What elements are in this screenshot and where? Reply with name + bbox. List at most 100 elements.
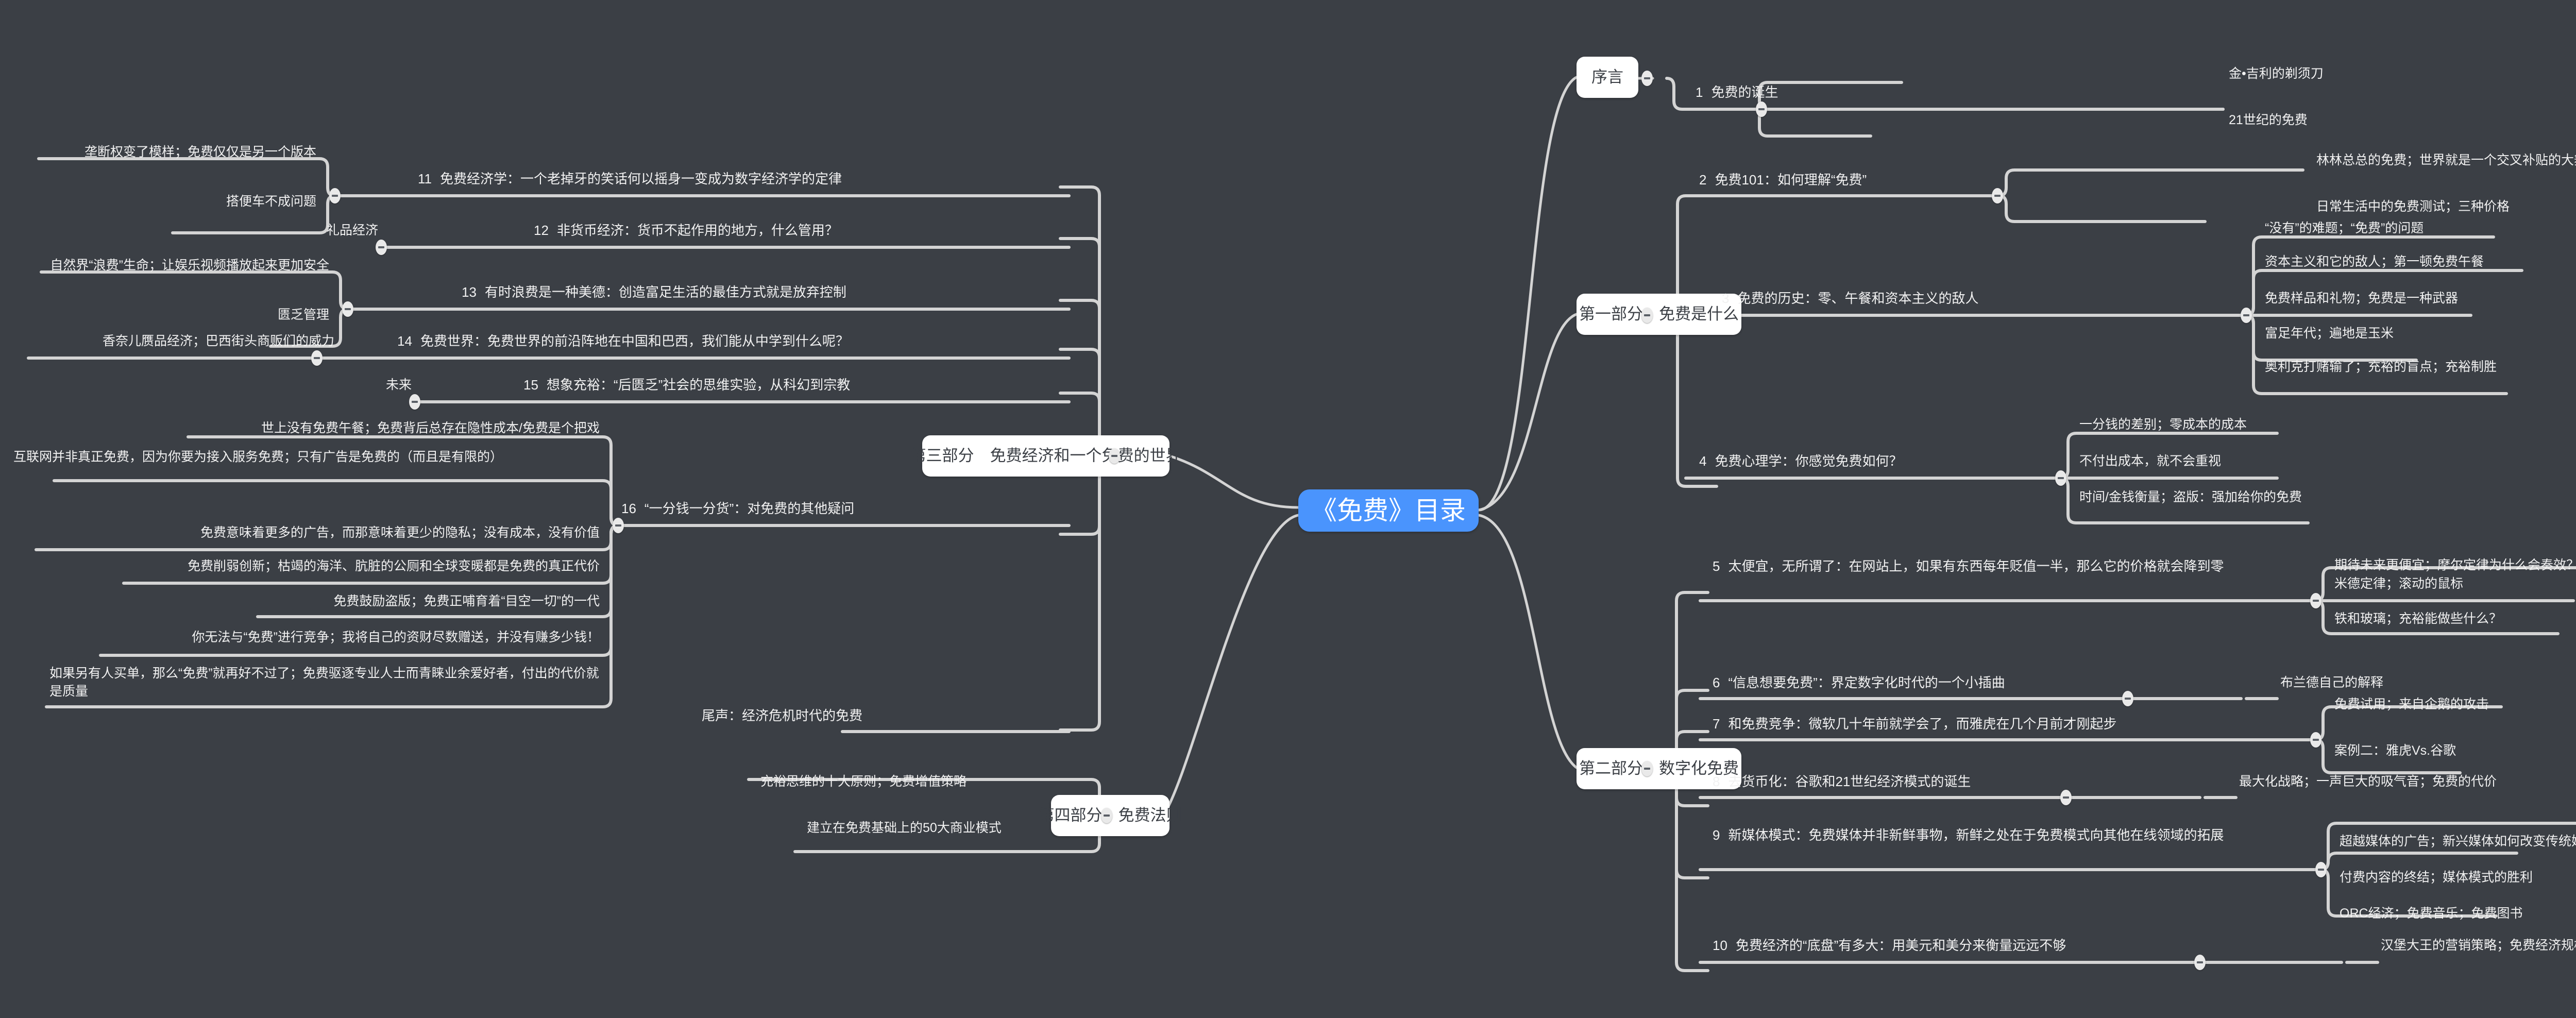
leaf-c9-0[interactable]: 超越媒体的广告；新兴媒体如何改变传统媒体 [2340, 834, 2576, 849]
leaf-c11-1[interactable]: 搭便车不成问题 [226, 194, 316, 209]
chapter-7-title: 和免费竞争：微软几十年前就学会了，而雅虎在几个月前才刚起步 [1728, 716, 2117, 732]
leaf-c2-1[interactable]: 日常生活中的免费测试；三种价格 [2316, 199, 2510, 214]
leaf-c7-0[interactable]: 免费试用；来自企鹅的攻击 [2334, 697, 2489, 711]
leaf-c16-4[interactable]: 免费鼓励盗版；免费正哺育着“目空一切”的一代 [333, 594, 600, 608]
leaf-c13-0[interactable]: 自然界“浪费”生命；让娱乐视频播放起来更加安全 [50, 258, 329, 273]
leaf-c4-1[interactable]: 不付出成本，就不会重视 [2079, 454, 2222, 468]
collapse-toggle-part2[interactable] [1641, 761, 1653, 776]
collapse-toggle-c16[interactable] [613, 518, 624, 533]
chapter-epilogue[interactable]: 尾声：经济危机时代的免费 [699, 706, 915, 728]
collapse-toggle-c6[interactable] [2122, 691, 2133, 706]
collapse-toggle-c7[interactable] [2310, 732, 2321, 748]
leaf-c16-6[interactable]: 如果另有人买单，那么“免费”就再好不过了；免费驱逐专业人士而青睐业余爱好者，付出… [49, 666, 599, 699]
chapter-1-number: 1 [1696, 84, 1703, 100]
collapse-toggle-c3[interactable] [2241, 308, 2252, 323]
leaf-c3-1[interactable]: 资本主义和它的敌人；第一顿免费午餐 [2265, 254, 2484, 269]
leaf-c10-0[interactable]: 汉堡大王的营销策略；免费经济规模堪比一个国家 [2381, 938, 2576, 953]
leaf-c16-1[interactable]: 互联网并非真正免费，因为你要为接入服务免费；只有广告是免费的（而且是有限的） [13, 450, 503, 464]
leaf-c16-2[interactable]: 免费意味着更多的广告，而那意味着更少的隐私；没有成本，没有价值 [200, 525, 600, 540]
leaf-part4-1[interactable]: 建立在免费基础上的50大商业模式 [807, 821, 1002, 835]
leaf-c15-0[interactable]: 未来 [385, 378, 412, 392]
chapter-4-title: 免费心理学：你感觉免费如何？ [1715, 453, 1903, 469]
chapter-1-title: 免费的诞生 [1711, 84, 1778, 100]
chapter-15-number: 15 [523, 377, 538, 393]
leaf-c5-2[interactable]: 铁和玻璃；充裕能做些什么？ [2334, 612, 2502, 626]
chapter-8-title: 去货币化：谷歌和21世纪经济模式的诞生 [1728, 774, 1971, 789]
collapse-toggle-c9[interactable] [2315, 862, 2327, 877]
leaf-c1-0[interactable]: 金•吉利的剃须刀 [2229, 66, 2324, 81]
branch-part2[interactable]: 第二部分 数字化免费 [1577, 748, 1741, 789]
chapter-1[interactable]: 1 免费的诞生 [1692, 82, 2233, 105]
chapter-9-title: 新媒体模式：免费媒体并非新鲜事物，新鲜之处在于免费模式向其他在线领域的拓展 [1728, 827, 2224, 843]
chapter-16[interactable]: 16 “一分钱一分货”：对免费的其他疑问 [618, 499, 907, 521]
collapse-toggle-part4[interactable] [1101, 808, 1112, 823]
chapter-12-number: 12 [534, 223, 549, 238]
chapter-16-title: “一分钱一分货”：对免费的其他疑问 [644, 501, 855, 516]
chapter-3-number: 3 [1722, 291, 1730, 306]
leaf-c4-0[interactable]: 一分钱的差别；零成本的成本 [2079, 417, 2247, 432]
collapse-toggle-c2[interactable] [1992, 188, 2003, 203]
collapse-toggle-c14[interactable] [311, 350, 323, 366]
collapse-toggle-c5[interactable] [2310, 593, 2321, 608]
chapter-9[interactable]: 9 新媒体模式：免费媒体并非新鲜事物，新鲜之处在于免费模式向其他在线领域的拓展 [1709, 825, 2317, 848]
collapse-toggle-part1[interactable] [1641, 308, 1653, 323]
leaf-c16-3[interactable]: 免费削弱创新；枯竭的海洋、肮脏的公厕和全球变暖都是免费的真正代价 [187, 559, 600, 573]
leaf-c11-0[interactable]: 垄断权变了模样；免费仅仅是另一个版本 [84, 145, 316, 159]
collapse-toggle-preface[interactable] [1641, 71, 1653, 86]
leaf-c5-0[interactable]: 期待未来更便宜；摩尔定律为什么会奏效？ [2334, 558, 2576, 572]
chapter-5-title: 太便宜，无所谓了：在网站上，如果有东西每年贬值一半，那么它的价格就会降到零 [1728, 558, 2224, 574]
collapse-toggle-c1[interactable] [1756, 101, 1767, 117]
collapse-toggle-c15[interactable] [409, 394, 420, 410]
leaf-part4-0[interactable]: 充裕思维的十大原则；免费增值策略 [760, 774, 967, 789]
leaf-c16-0[interactable]: 世上没有免费午餐；免费背后总存在隐性成本/免费是个把戏 [261, 421, 600, 435]
leaf-c3-3[interactable]: 富足年代；遍地是玉米 [2265, 326, 2394, 341]
leaf-c9-2[interactable]: ORC经济；免费音乐；免费图书 [2340, 906, 2523, 921]
leaf-c9-1[interactable]: 付费内容的终结；媒体模式的胜利 [2340, 870, 2533, 885]
collapse-toggle-c10[interactable] [2194, 955, 2206, 970]
leaf-c4-2[interactable]: 时间/金钱衡量；盗版：强加给你的免费 [2079, 490, 2302, 504]
collapse-toggle-c12[interactable] [376, 240, 387, 255]
chapter-12[interactable]: 12 非货币经济：货币不起作用的地方，什么管用？ [531, 220, 1069, 243]
leaf-c14-0[interactable]: 香奈儿赝品经济；巴西街头商贩们的威力 [102, 334, 334, 348]
leaf-c8-0[interactable]: 最大化战略；一声巨大的吸气音；免费的代价 [2239, 774, 2497, 789]
collapse-toggle-c13[interactable] [342, 301, 353, 317]
leaf-c6-0[interactable]: 布兰德自己的解释 [2280, 675, 2384, 690]
chapter-10-number: 10 [1713, 938, 1727, 953]
collapse-toggle-c8[interactable] [2060, 790, 2072, 805]
leaf-c1-1[interactable]: 21世纪的免费 [2229, 113, 2308, 127]
leaf-c13-1[interactable]: 匮乏管理 [277, 308, 329, 322]
leaf-c12-0[interactable]: 礼品经济 [326, 223, 378, 237]
leaf-c2-0[interactable]: 林林总总的免费；世界就是一个交叉补贴的大舞台 [2316, 153, 2576, 167]
branch-part1[interactable]: 第一部分 免费是什么 [1577, 294, 1741, 335]
chapter-6-number: 6 [1713, 675, 1720, 690]
chapter-16-number: 16 [621, 501, 636, 516]
chapter-14-number: 14 [397, 333, 412, 349]
branch-part3[interactable]: 第三部分 免费经济和一个免费的世界 [910, 435, 1182, 477]
branch-preface[interactable]: 序言 [1577, 57, 1638, 98]
leaf-c5-1[interactable]: 米德定律；滚动的鼠标 [2334, 576, 2464, 591]
chapter-9-number: 9 [1713, 827, 1720, 843]
chapter-6[interactable]: 6“信息想要免费”：界定数字化时代的一个小插曲 [1709, 673, 2250, 695]
leaf-c3-4[interactable]: 奥利克打赌输了；充裕的盲点；充裕制胜 [2265, 360, 2497, 374]
leaf-c7-1[interactable]: 案例二：雅虎Vs.谷歌 [2334, 743, 2456, 758]
chapter-12-title: 非货币经济：货币不起作用的地方，什么管用？ [556, 223, 838, 238]
collapse-toggle-part3[interactable] [1109, 448, 1120, 464]
leaf-c16-5[interactable]: 你无法与“免费”进行竞争；我将自己的资财尽数赠送，并没有赚多少钱！ [192, 630, 600, 644]
collapse-toggle-c11[interactable] [329, 188, 341, 203]
leaf-c3-0[interactable]: “没有”的难题；“免费”的问题 [2265, 221, 2424, 235]
collapse-toggle-c4[interactable] [2055, 470, 2066, 486]
leaf-c3-2[interactable]: 免费样品和礼物；免费是一种武器 [2265, 291, 2459, 306]
root-node[interactable]: 《免费》目录 [1298, 489, 1479, 532]
